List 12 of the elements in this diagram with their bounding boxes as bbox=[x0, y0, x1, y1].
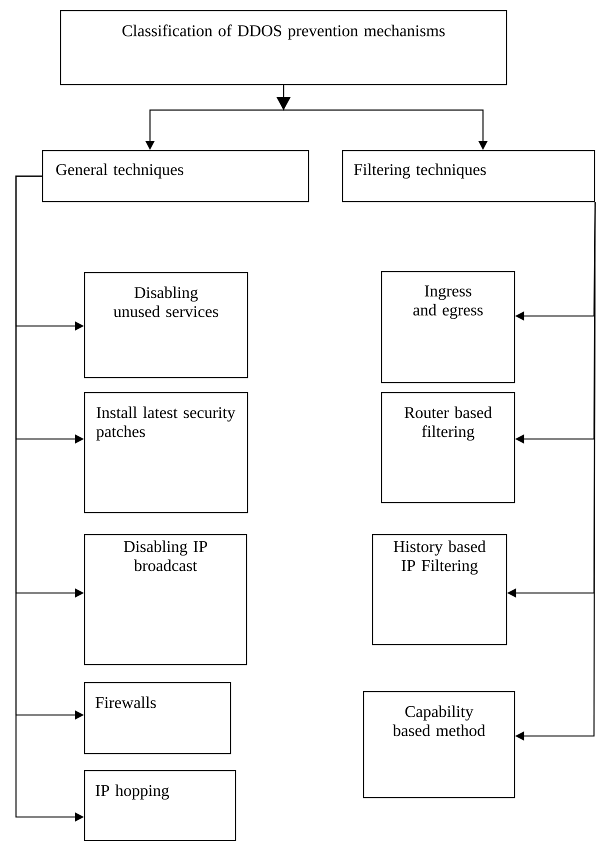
technique-box: Firewalls bbox=[84, 682, 232, 754]
technique-box: Disabling IP broadcast bbox=[84, 534, 248, 666]
category-box: Filtering techniques bbox=[342, 150, 596, 202]
technique-box: Disabling unused services bbox=[84, 272, 248, 378]
title-box: Classification of DDOS prevention mechanisms bbox=[60, 10, 508, 86]
technique-box: Router based filtering bbox=[381, 392, 516, 504]
technique-box: IP hopping bbox=[84, 770, 236, 841]
technique-box: Capability based method bbox=[363, 691, 516, 798]
technique-box: History based IP Filtering bbox=[372, 534, 508, 646]
category-box: General techniques bbox=[42, 150, 310, 202]
technique-box: Install latest security patches bbox=[84, 392, 248, 514]
technique-box: Ingress and egress bbox=[381, 271, 516, 384]
